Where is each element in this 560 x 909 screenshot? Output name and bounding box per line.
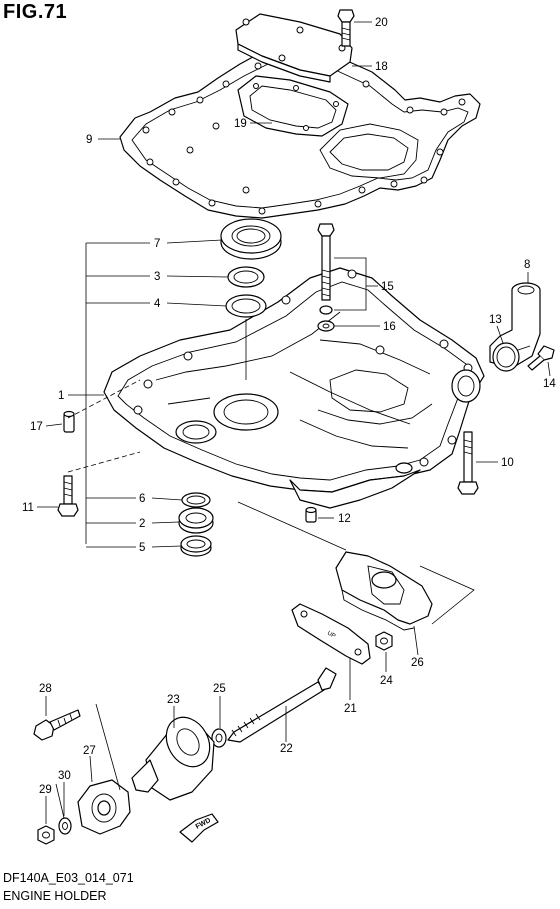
callout-14: 14 bbox=[543, 378, 556, 390]
forward-direction-icon: FWD bbox=[179, 813, 219, 843]
part-30-washer[interactable] bbox=[58, 817, 72, 835]
part-21-plate[interactable] bbox=[291, 603, 371, 665]
callout-20: 20 bbox=[375, 17, 388, 29]
part-11-bolt[interactable] bbox=[57, 475, 79, 517]
part-10-bolt[interactable] bbox=[457, 431, 479, 495]
part-26-mount-bracket[interactable] bbox=[335, 551, 433, 631]
callout-1: 1 bbox=[58, 390, 64, 402]
part-6-o-ring[interactable] bbox=[181, 492, 211, 508]
part-16-washer[interactable] bbox=[317, 305, 335, 332]
callout-15: 15 bbox=[381, 281, 394, 293]
part-5-oil-seal[interactable] bbox=[180, 535, 212, 557]
callout-27: 27 bbox=[83, 745, 96, 757]
callout-22: 22 bbox=[280, 743, 293, 755]
part-2-bearing[interactable] bbox=[178, 507, 214, 534]
callout-numbers: 1 2 3 4 5 6 7 8 9 10 11 12 13 14 15 16 1… bbox=[22, 17, 556, 796]
part-19-cover-gasket[interactable] bbox=[237, 75, 349, 137]
part-23-rubber-mount[interactable] bbox=[131, 709, 218, 801]
callout-9: 9 bbox=[86, 134, 92, 146]
part-27-cap[interactable] bbox=[77, 779, 131, 835]
part-24-nut[interactable] bbox=[375, 631, 393, 651]
part-25-washer[interactable] bbox=[211, 728, 227, 748]
part-12-dowel[interactable] bbox=[305, 506, 317, 523]
part-29-nut[interactable] bbox=[37, 825, 55, 845]
callout-25: 25 bbox=[213, 683, 226, 695]
part-3-o-ring[interactable] bbox=[227, 266, 265, 288]
leader-lines bbox=[37, 21, 551, 824]
callout-29: 29 bbox=[39, 784, 52, 796]
callout-10: 10 bbox=[501, 457, 514, 469]
callout-23: 23 bbox=[167, 694, 180, 706]
callout-26: 26 bbox=[411, 657, 424, 669]
callout-5: 5 bbox=[139, 542, 145, 554]
callout-6: 6 bbox=[139, 493, 145, 505]
callout-24: 24 bbox=[380, 675, 393, 687]
callout-30: 30 bbox=[58, 770, 71, 782]
callout-21: 21 bbox=[344, 703, 357, 715]
callout-11: 11 bbox=[22, 502, 34, 514]
callout-4: 4 bbox=[154, 298, 161, 310]
part-22-through-bolt[interactable] bbox=[227, 667, 337, 743]
callout-17: 17 bbox=[30, 421, 43, 433]
up-mark-label: UP bbox=[326, 631, 336, 640]
callout-2: 2 bbox=[139, 518, 145, 530]
part-13-o-ring[interactable] bbox=[492, 342, 520, 372]
callout-13: 13 bbox=[489, 314, 502, 326]
callout-3: 3 bbox=[154, 271, 160, 283]
callout-7: 7 bbox=[154, 238, 160, 250]
part-15-bolt[interactable] bbox=[317, 223, 335, 301]
part-4-washer[interactable] bbox=[225, 294, 267, 318]
callout-12: 12 bbox=[338, 513, 351, 525]
part-1-engine-holder[interactable] bbox=[103, 267, 485, 509]
part-20-bolt[interactable] bbox=[337, 9, 355, 47]
figure-title: FIG.71 bbox=[3, 1, 68, 23]
drawing-code: DF140A_E03_014_071 bbox=[3, 871, 134, 885]
part-28-bolt[interactable] bbox=[33, 709, 81, 741]
callout-8: 8 bbox=[524, 259, 530, 271]
part-14-bolt[interactable] bbox=[527, 345, 555, 371]
part-17-dowel[interactable] bbox=[63, 410, 75, 433]
callout-16: 16 bbox=[383, 321, 396, 333]
callout-19: 19 bbox=[234, 118, 247, 130]
callout-28: 28 bbox=[39, 683, 52, 695]
part-18-cover-plate[interactable] bbox=[235, 13, 353, 83]
callout-18: 18 bbox=[375, 61, 388, 73]
drawing-name: ENGINE HOLDER bbox=[3, 889, 107, 903]
part-7-oil-seal[interactable] bbox=[220, 218, 282, 260]
